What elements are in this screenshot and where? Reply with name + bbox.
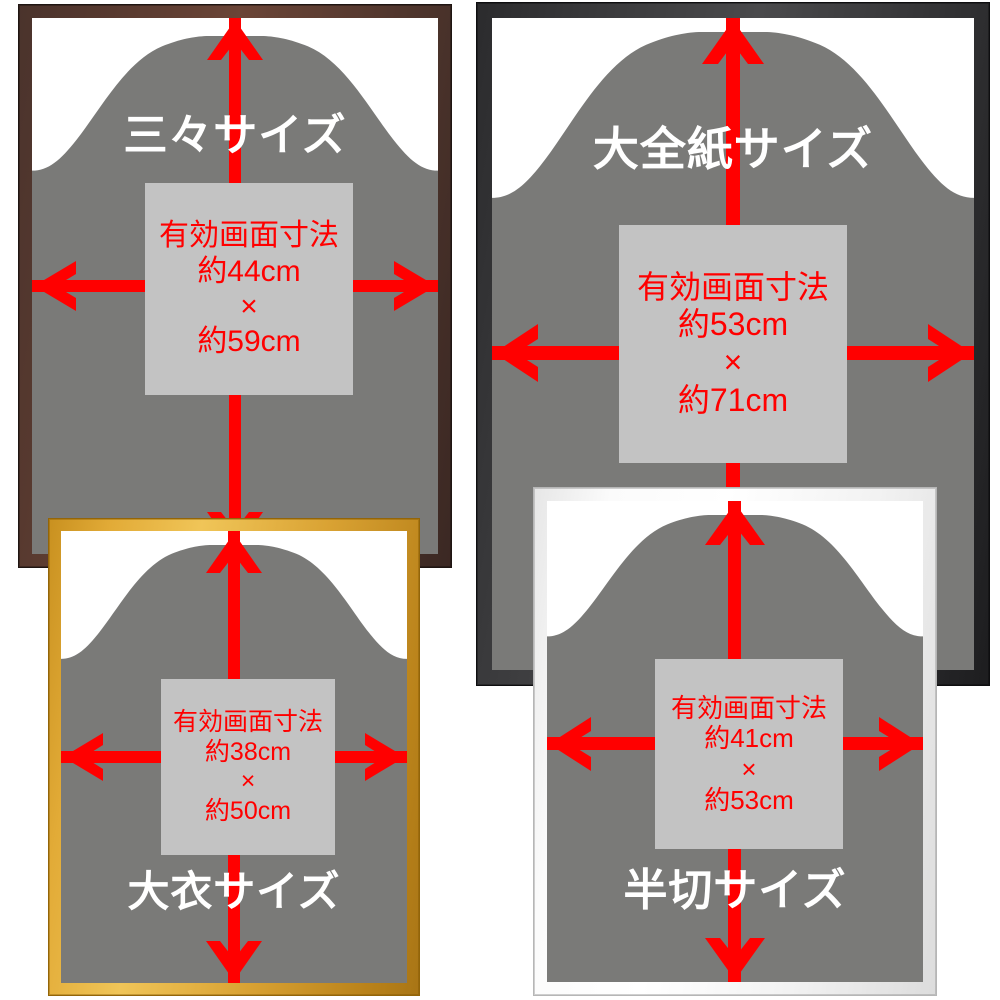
dimension-height-sansan: 約59cm [197, 325, 301, 359]
dimension-times-hankiri: × [741, 754, 757, 784]
dimension-box-hankiri: 有効画面寸法 約41cm × 約53cm [655, 659, 843, 849]
frame-title-daizenshi: 大全紙サイズ [592, 123, 874, 175]
dimension-caption-sansan: 有効画面寸法 [159, 219, 339, 253]
frame-title-hankiri: 半切サイズ [623, 866, 847, 915]
frame-sansan: 三々サイズ 有効画面寸法 約44cm × 約59cm [18, 4, 452, 568]
dimension-width-daigoromo: 約38cm [204, 737, 292, 766]
dimension-width-hankiri: 約41cm [704, 723, 794, 754]
dimension-height-hankiri: 約53cm [704, 784, 794, 815]
dimension-width-daizenshi: 約53cm [677, 306, 789, 343]
frame-hankiri: 半切サイズ 有効画面寸法 約41cm × 約53cm [533, 487, 937, 996]
frame-window-hankiri: 半切サイズ 有効画面寸法 約41cm × 約53cm [547, 501, 923, 982]
dimension-box-sansan: 有効画面寸法 約44cm × 約59cm [145, 183, 353, 395]
dimension-caption-daizenshi: 有効画面寸法 [636, 268, 829, 305]
dimension-height-daigoromo: 約50cm [204, 796, 292, 825]
dimension-width-sansan: 約44cm [197, 254, 301, 288]
dimension-caption-daigoromo: 有効画面寸法 [172, 708, 323, 736]
dimension-times-sansan: × [240, 290, 258, 323]
frame-daigoromo: 大衣サイズ 有効画面寸法 約38cm × 約50cm [48, 518, 420, 996]
dimension-caption-hankiri: 有効画面寸法 [670, 692, 827, 723]
frame-title-sansan: 三々サイズ [123, 111, 347, 160]
dimension-box-daigoromo: 有効画面寸法 約38cm × 約50cm [161, 679, 335, 855]
dimension-box-daizenshi: 有効画面寸法 約53cm × 約71cm [619, 225, 847, 463]
frame-window-daigoromo: 大衣サイズ 有効画面寸法 約38cm × 約50cm [61, 531, 407, 983]
dimension-times-daizenshi: × [723, 344, 743, 380]
dimension-height-daizenshi: 約71cm [677, 381, 789, 418]
frame-title-daigoromo: 大衣サイズ [127, 868, 341, 915]
frame-window-sansan: 三々サイズ 有効画面寸法 約44cm × 約59cm [32, 18, 438, 554]
dimension-times-daigoromo: × [240, 767, 256, 795]
